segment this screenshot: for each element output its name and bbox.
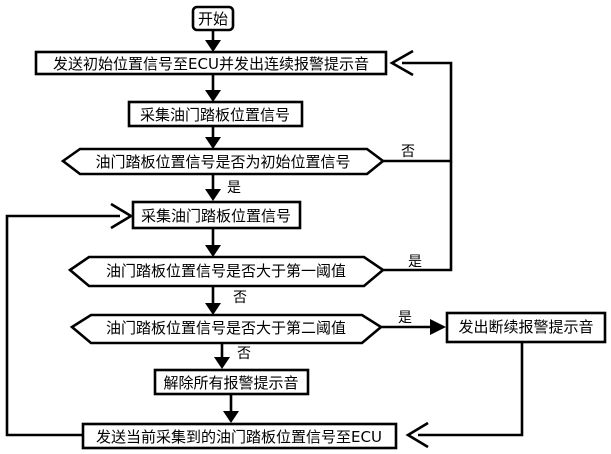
- decision-second-label: 油门踏板位置信号是否大于第二阈值: [106, 319, 346, 337]
- start-node: 开始: [191, 5, 235, 32]
- arrow-initial-no-loop: [383, 61, 453, 163]
- arrow-send-current-loop: [5, 214, 120, 437]
- decision-initial-node: 油门踏板位置信号是否为初始位置信号: [60, 147, 386, 176]
- send-initial-label: 发送初始位置信号至ECU并发出连续报警提示音: [53, 55, 369, 73]
- cancel-alarm-label: 解除所有报警提示音: [163, 374, 298, 392]
- edge-label-initial-yes: 是: [227, 180, 241, 196]
- send-current-label: 发送当前采集到的油门踏板位置信号至ECU: [96, 428, 382, 446]
- arrow-first-yes-loop: [383, 161, 453, 272]
- arrowhead-icon: [214, 357, 230, 369]
- arrowhead-icon: [430, 319, 446, 335]
- intermittent-alarm-node: 发出断续报警提示音: [445, 311, 607, 344]
- decision-first-label: 油门踏板位置信号是否大于第一阈值: [106, 262, 346, 280]
- arrowhead-icon: [205, 137, 221, 149]
- decision-first-node: 油门踏板位置信号是否大于第一阈值: [67, 255, 386, 288]
- arrowhead-icon: [205, 40, 221, 52]
- collect-2-node: 采集油门踏板位置信号: [131, 200, 302, 230]
- start-label: 开始: [198, 10, 228, 28]
- open-arrowhead-icon: [405, 421, 429, 449]
- connectors: [5, 30, 524, 449]
- arrow-alarm-to-send-current: [418, 342, 524, 437]
- arrowhead-icon: [223, 411, 239, 423]
- send-current-node: 发送当前采集到的油门踏板位置信号至ECU: [81, 422, 398, 450]
- cancel-alarm-node: 解除所有报警提示音: [153, 368, 310, 396]
- arrowhead-icon: [205, 189, 221, 201]
- arrowhead-icon: [205, 90, 221, 102]
- collect-1-label: 采集油门踏板位置信号: [140, 106, 290, 124]
- edge-label-first-yes: 是: [408, 254, 422, 270]
- arrowhead-icon: [205, 245, 221, 257]
- arrowhead-icon: [205, 303, 221, 315]
- open-arrowhead-icon: [389, 49, 414, 77]
- edge-label-second-yes: 是: [398, 310, 412, 326]
- intermittent-alarm-label: 发出断续报警提示音: [458, 318, 593, 336]
- decision-second-node: 油门踏板位置信号是否大于第二阈值: [69, 313, 384, 345]
- edge-label-second-no: 否: [237, 346, 251, 362]
- edge-label-initial-no: 否: [401, 144, 415, 160]
- decision-initial-label: 油门踏板位置信号是否为初始位置信号: [95, 153, 350, 171]
- open-arrowhead-icon: [110, 202, 134, 230]
- edge-label-first-no: 否: [233, 290, 247, 306]
- collect-2-label: 采集油门踏板位置信号: [141, 207, 291, 225]
- send-initial-node: 发送初始位置信号至ECU并发出连续报警提示音: [34, 50, 388, 76]
- collect-1-node: 采集油门踏板位置信号: [127, 100, 304, 128]
